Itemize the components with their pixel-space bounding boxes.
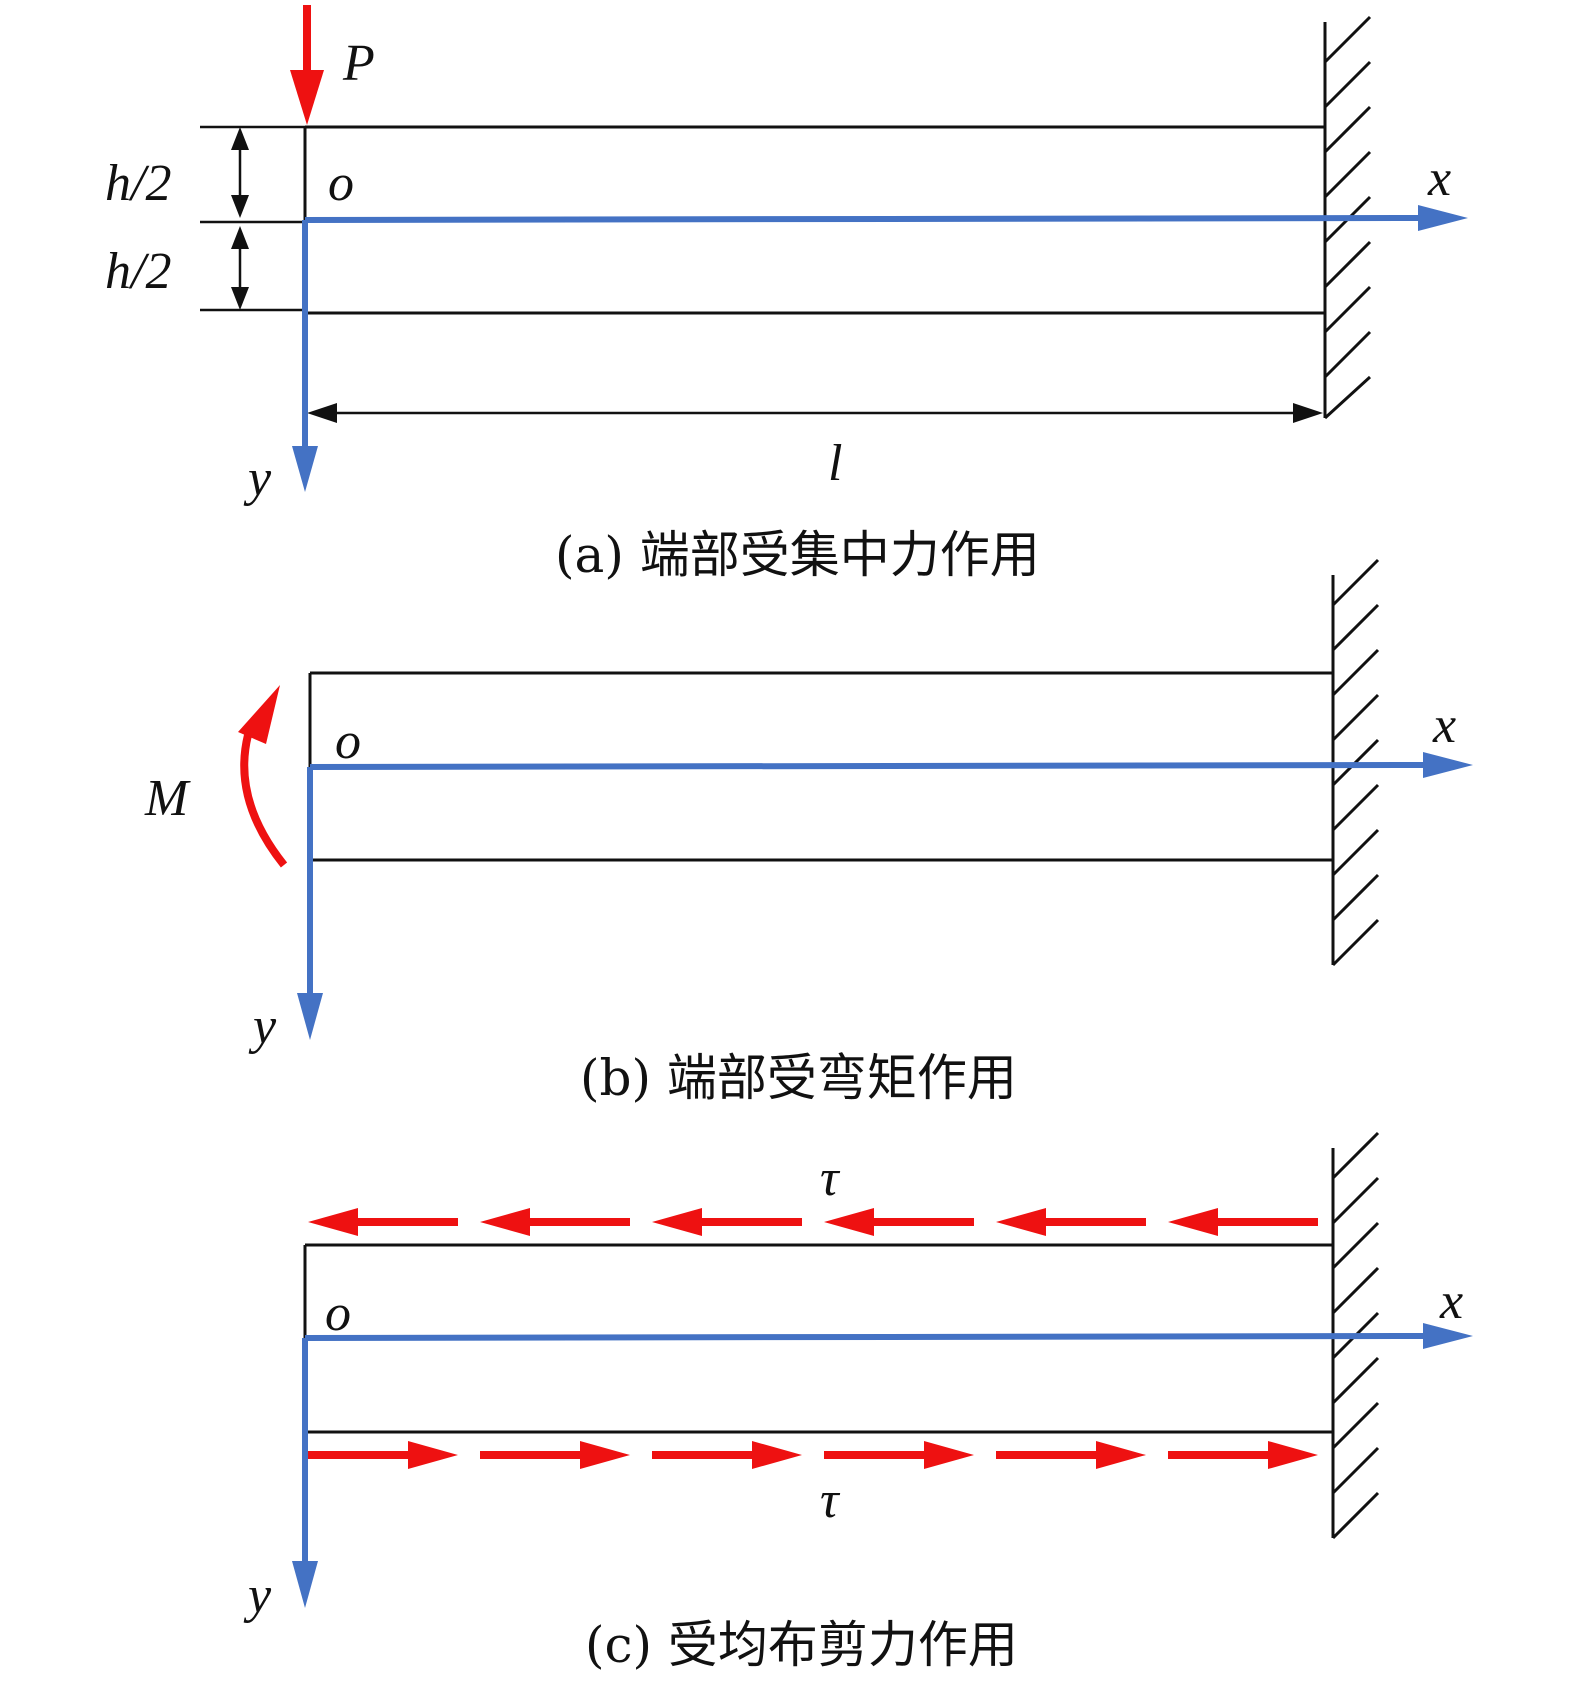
x-axis-arrowhead-b — [1423, 752, 1473, 778]
length-label-l: l — [828, 435, 842, 492]
y-axis-label-c: y — [243, 1567, 272, 1624]
point-load-arrow — [290, 5, 324, 125]
caption-b: (b) 端部受弯矩作用 — [580, 1049, 1017, 1107]
shear-arrow-top — [824, 1208, 974, 1236]
x-axis-arrowhead-c — [1423, 1323, 1473, 1349]
shear-arrow-bottom — [652, 1441, 802, 1469]
moment-label-m: M — [144, 770, 191, 827]
shear-arrow-top — [480, 1208, 630, 1236]
y-axis-arrowhead-a — [292, 446, 318, 492]
y-axis-arrowhead-c — [292, 1561, 318, 1608]
axes-c — [292, 1323, 1473, 1608]
caption-c: (c) 受均布剪力作用 — [585, 1616, 1018, 1674]
x-axis-label-a: x — [1427, 150, 1451, 207]
y-axis-arrowhead-b — [297, 993, 323, 1040]
shear-arrow-top — [996, 1208, 1146, 1236]
y-axis-label-a: y — [243, 450, 272, 507]
shear-arrow-bottom — [996, 1441, 1146, 1469]
x-axis-label-c: x — [1439, 1273, 1463, 1330]
half-height-label-lower: h/2 — [105, 243, 171, 300]
shear-arrow-top — [652, 1208, 802, 1236]
origin-label-c: o — [325, 1285, 351, 1342]
axes-a — [292, 205, 1468, 492]
length-dimension-a — [307, 403, 1323, 423]
top-shear-arrows — [308, 1208, 1318, 1236]
shear-arrow-bottom — [480, 1441, 630, 1469]
origin-label-b: o — [335, 713, 361, 770]
fixed-wall-a — [1323, 15, 1372, 420]
shear-arrow-top — [1168, 1208, 1318, 1236]
shear-label-top: τ — [820, 1150, 841, 1207]
panel-c: τ τ o x y (c) 受均布剪力作用 — [243, 1131, 1473, 1674]
shear-arrow-top — [308, 1208, 458, 1236]
shear-arrow-bottom — [824, 1441, 974, 1469]
shear-label-bottom: τ — [820, 1472, 841, 1529]
x-axis-label-b: x — [1432, 697, 1456, 754]
shear-arrow-bottom — [1168, 1441, 1318, 1469]
height-dimension-a — [200, 125, 305, 312]
y-axis-label-b: y — [248, 998, 277, 1055]
panel-b: M o x y (b) 端部受弯矩作用 — [144, 558, 1473, 1107]
axes-b — [297, 752, 1473, 1040]
shear-arrow-bottom — [308, 1441, 458, 1469]
x-axis-arrowhead-a — [1418, 205, 1468, 231]
force-label-p: P — [342, 35, 375, 92]
caption-a: (a) 端部受集中力作用 — [555, 526, 1040, 584]
moment-arrow — [238, 685, 288, 868]
panel-a: P h/2 h/2 o x y l (a) 端部受集中力作用 — [105, 5, 1468, 584]
half-height-label-upper: h/2 — [105, 155, 171, 212]
origin-label-a: o — [328, 155, 354, 212]
bottom-shear-arrows — [308, 1441, 1318, 1469]
